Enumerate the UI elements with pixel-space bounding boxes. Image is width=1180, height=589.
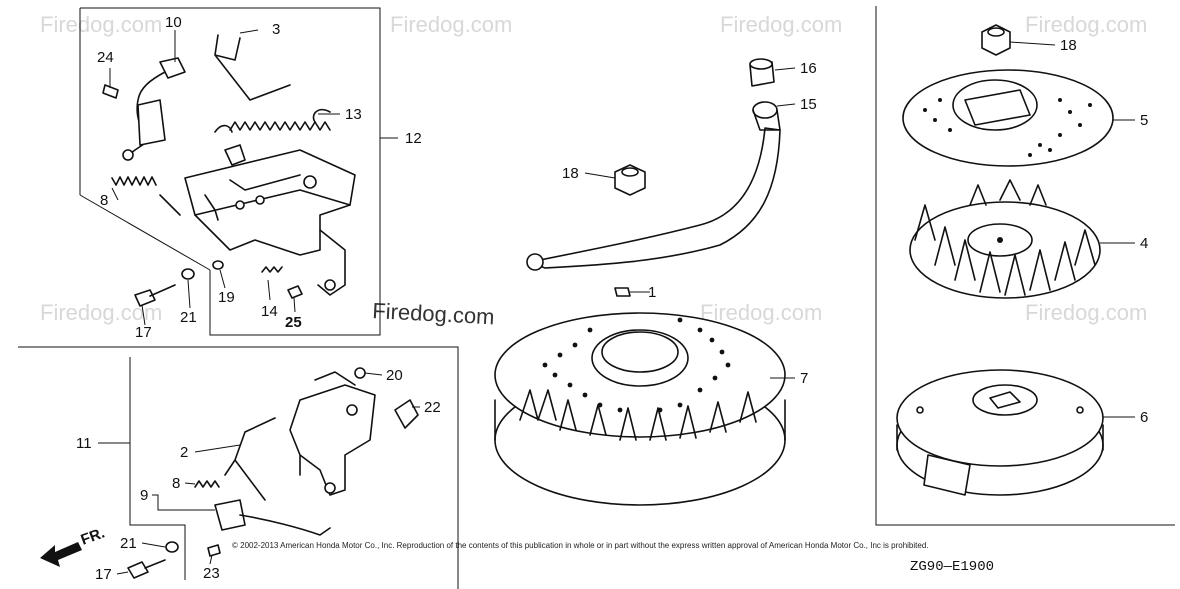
spring-8-lower [194, 480, 220, 488]
stop-switch-wire-10 [102, 57, 186, 161]
rod-2 [224, 417, 276, 501]
callout-10: 10 [165, 14, 182, 31]
callout-15: 15 [800, 96, 817, 113]
callout-24: 24 [97, 49, 114, 66]
watermark-prominent: Firedog.com [372, 298, 495, 329]
callout-6: 6 [1140, 409, 1148, 426]
starter-pulley-15 [526, 101, 781, 271]
callout-22: 22 [424, 399, 441, 416]
callout-9: 9 [140, 487, 148, 504]
starter-pulley-5 [902, 69, 1114, 167]
spring-8-upper [111, 176, 181, 216]
nut-18-right [981, 24, 1011, 56]
front-direction-arrow: FR. [40, 525, 107, 567]
callout-20: 20 [386, 367, 403, 384]
callout-17-upper: 17 [135, 324, 152, 341]
spring-13 [214, 108, 331, 133]
callout-21-upper: 21 [180, 309, 197, 326]
callout-19: 19 [218, 289, 235, 306]
watermark: Firedog.com [700, 300, 822, 325]
callout-17-lower: 17 [95, 566, 112, 583]
callout-13: 13 [345, 106, 362, 123]
link-9 [127, 499, 331, 579]
callout-1: 1 [648, 284, 656, 301]
callout-4: 4 [1140, 235, 1148, 252]
governor-arm-assembly-lower [289, 367, 419, 496]
key-1 [614, 287, 631, 297]
small-hardware-top [134, 260, 303, 307]
collar-16 [749, 58, 775, 87]
watermark: Firedog.com [1025, 300, 1147, 325]
callout-5: 5 [1140, 112, 1148, 129]
callout-2: 2 [180, 444, 188, 461]
watermark: Firedog.com [390, 12, 512, 37]
callout-16: 16 [800, 60, 817, 77]
callout-11: 11 [76, 435, 92, 452]
callout-25: 25 [285, 314, 302, 331]
rod-3 [214, 34, 291, 101]
callout-18-right: 18 [1060, 37, 1077, 54]
callout-12: 12 [405, 130, 422, 147]
watermark: Firedog.com [720, 12, 842, 37]
callout-7: 7 [800, 370, 808, 387]
flywheel-vent-holes [542, 317, 731, 413]
copyright-notice: © 2002-2013 American Honda Motor Co., In… [232, 541, 929, 550]
callout-3: 3 [272, 21, 280, 38]
callout-labels: 1 2 3 4 5 6 7 8 8 9 10 11 12 13 14 15 16… [76, 14, 1148, 583]
callout-8-lower: 8 [172, 475, 180, 492]
governor-arm-assembly [184, 144, 356, 296]
flywheel-7 [494, 312, 786, 506]
flywheel-cover-6 [896, 369, 1104, 496]
nut-18-left [614, 164, 646, 196]
callout-21-lower: 21 [120, 535, 137, 552]
diagram-code: ZG90—E1900 [910, 559, 994, 575]
callout-8-upper: 8 [100, 192, 108, 209]
frame-lines [18, 6, 1175, 589]
front-direction-label: FR. [79, 525, 108, 549]
cooling-fan-4 [909, 179, 1101, 299]
callout-14: 14 [261, 303, 278, 320]
callout-18-left: 18 [562, 165, 579, 182]
callout-23: 23 [203, 565, 220, 582]
watermark: Firedog.com [40, 12, 162, 37]
leader-lines [98, 29, 1135, 575]
watermark: Firedog.com [1025, 12, 1147, 37]
